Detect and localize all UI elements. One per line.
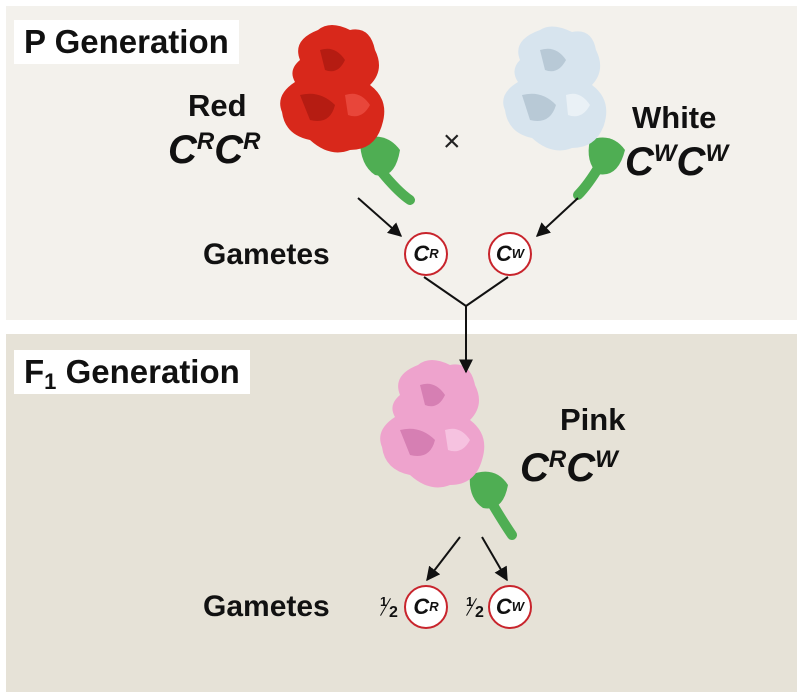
white-flower-icon <box>503 26 625 200</box>
pink-offspring-genotype: CRCW <box>520 446 618 490</box>
p-gametes-label: Gametes <box>203 238 330 271</box>
pink-offspring-name: Pink <box>560 402 626 437</box>
f1-generation-title: F1 Generation <box>14 350 250 394</box>
arrow-pink-to-gamete-w <box>481 536 508 582</box>
arrow-pink-to-gamete-r <box>426 536 461 582</box>
red-parent-name: Red <box>188 88 247 123</box>
arrow-red-to-gamete <box>357 197 403 237</box>
p-generation-title: P Generation <box>14 20 239 64</box>
cross-symbol: × <box>443 125 461 158</box>
red-flower-icon <box>280 25 415 205</box>
arrow-white-to-gamete <box>535 197 579 237</box>
pink-flower-icon <box>380 360 517 540</box>
white-parent-genotype: CWCW <box>625 140 729 184</box>
fertilization-lines <box>423 276 509 308</box>
f1-gametes-label: Gametes <box>203 590 330 623</box>
red-parent-genotype: CRCR <box>168 128 261 172</box>
white-parent-name: White <box>632 100 717 135</box>
